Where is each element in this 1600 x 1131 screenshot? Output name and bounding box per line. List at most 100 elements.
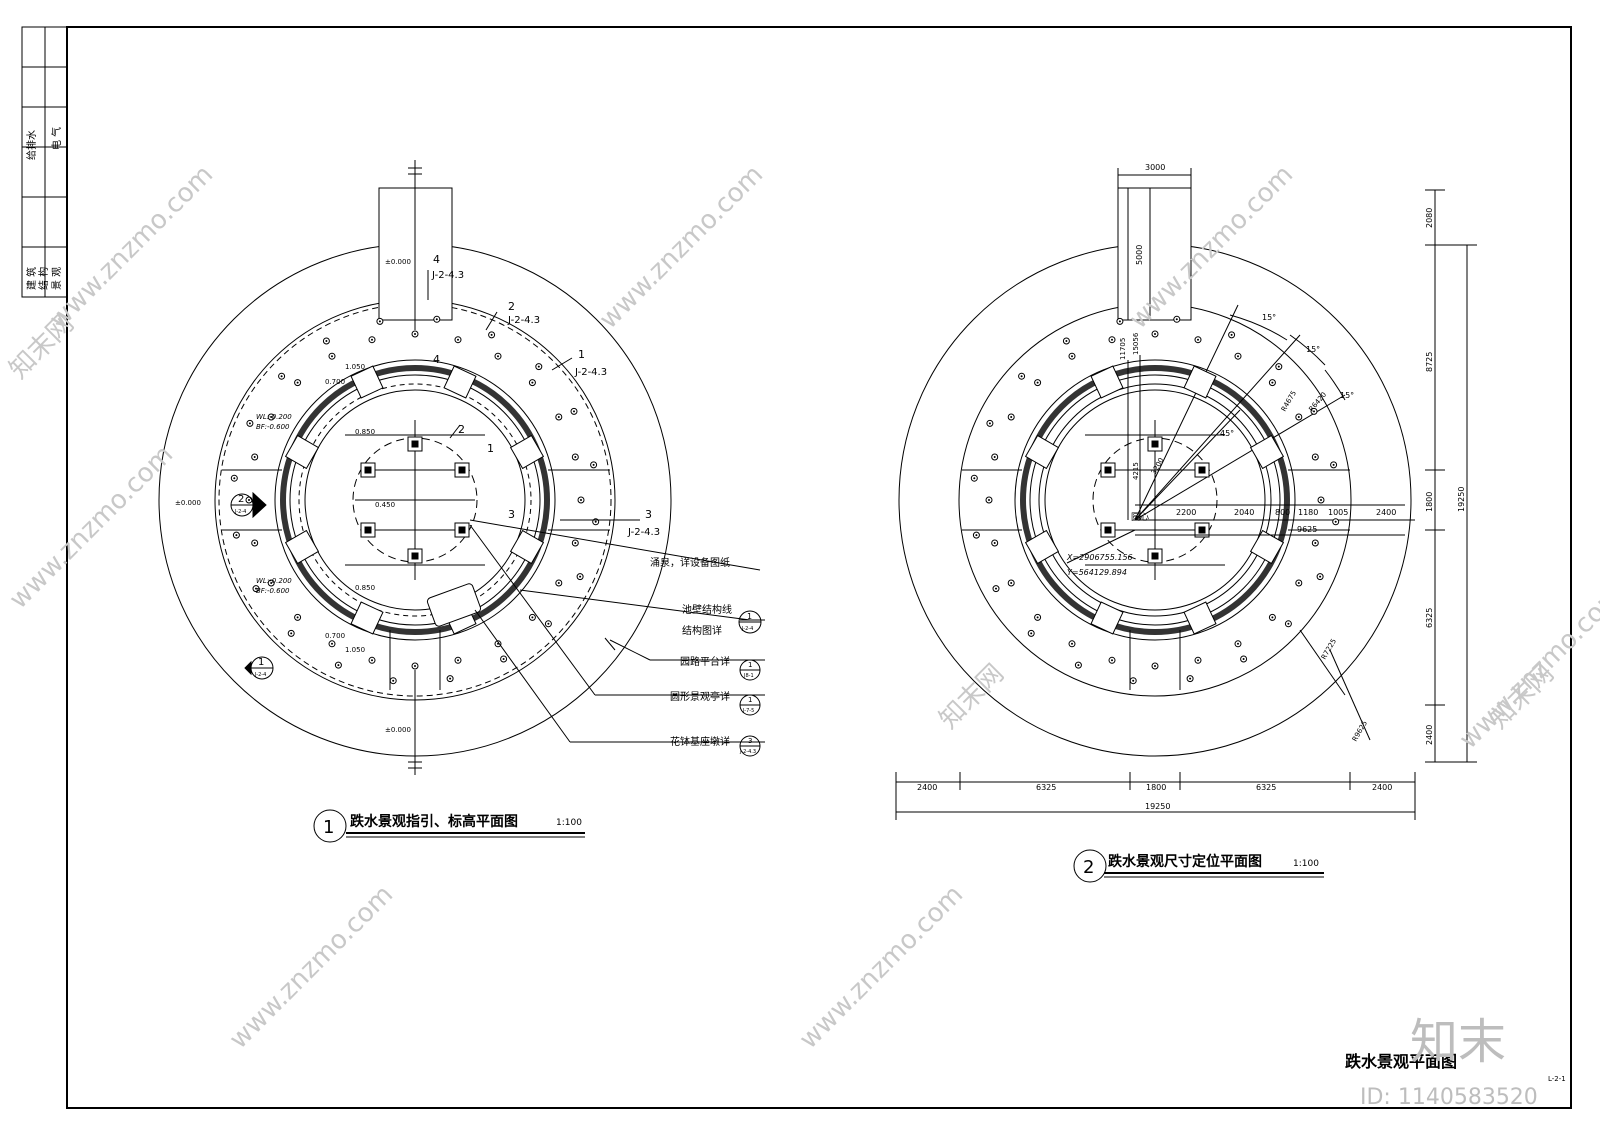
lamp-marker-dot: [280, 375, 283, 378]
lamp-marker-dot: [1320, 499, 1322, 501]
level-0850-bot: 0.850: [355, 584, 375, 592]
callout-sym3-bot: J8-1: [743, 673, 754, 679]
watermark-url-1: www.znzmo.com: [44, 160, 219, 335]
level-1050-bot: 1.050: [345, 646, 365, 654]
lamp-marker-dot: [1111, 659, 1113, 662]
callout-symbols: [738, 610, 762, 757]
dim-r-8725: 8725: [1425, 352, 1434, 372]
section-lines: [427, 270, 640, 521]
level-0700-top: 0.700: [325, 378, 345, 386]
lamp-marker-dot: [1132, 679, 1135, 682]
lamp-marker-dot: [296, 616, 299, 619]
dim-h-2400: 2400: [1376, 508, 1396, 517]
lamp-marker-dot: [975, 534, 978, 537]
plan2-number: 2: [1083, 857, 1094, 878]
section-mark-1: 1: [578, 348, 585, 361]
lamp-marker-dot: [248, 499, 250, 501]
lamp-marker-dot: [255, 587, 257, 590]
level-top: ±0.000: [385, 258, 411, 266]
lamp-marker-dot: [573, 410, 575, 413]
label-landscape: 景 观: [51, 267, 63, 290]
lamp-marker-dot: [1271, 616, 1274, 619]
lamp-marker-dot: [1065, 340, 1068, 342]
lamp-marker-dot: [1071, 355, 1073, 358]
lamp-marker-dot: [993, 542, 996, 544]
lamp-marker-dot: [331, 642, 333, 645]
dim-b-2400-left: 2400: [917, 783, 937, 792]
plan1-drawing: [158, 160, 672, 775]
section-mark-4-top: 4: [433, 253, 440, 266]
dim-9625: 9625: [1297, 525, 1317, 534]
lamp-marker-dot: [497, 355, 499, 358]
plan1-scale: 1:100: [556, 818, 582, 828]
detail-mark-2-bot: J-2-4: [234, 509, 246, 515]
callout-fountain: 涌泉，详设备图纸: [650, 556, 730, 569]
lamp-marker-dot: [1334, 520, 1337, 523]
coord-leader: [1066, 529, 1136, 564]
level-0700-bot: 0.700: [325, 632, 345, 640]
level-bf-top: BF:-0.600: [256, 423, 290, 431]
lamp-marker-dot: [1314, 542, 1317, 544]
lamp-marker-dot: [1071, 642, 1073, 645]
lamp-marker-dot: [1242, 658, 1245, 660]
dim-top-3000: 3000: [1145, 163, 1165, 172]
lamp-marker-dot: [414, 665, 416, 667]
section-mark-3-inner: 3: [508, 508, 515, 521]
lamp-marker-dot: [988, 499, 990, 501]
lamp-marker-dot: [1154, 665, 1156, 667]
plan1-leaders: [469, 519, 765, 743]
plan2-number-circle: [1073, 849, 1107, 883]
lamp-marker-dot: [547, 622, 550, 625]
lamp-marker-dot: [270, 582, 273, 584]
dim-v-11705: 11705: [1119, 338, 1127, 360]
section-ref-1: J-2-4.3: [574, 367, 607, 378]
lamp-marker-dot: [1010, 582, 1013, 584]
watermark-site-1: 知末网: [4, 309, 80, 385]
dim-h-800: 800: [1275, 508, 1290, 517]
lamp-marker-dot: [253, 456, 256, 458]
dim-h-2040: 2040: [1234, 508, 1254, 517]
lamp-marker-dot: [574, 456, 577, 458]
detail-mark-2-top: 2: [238, 494, 244, 505]
lamp-marker-dot: [233, 477, 236, 480]
level-wl-top: WL:-0.200: [256, 413, 292, 421]
section-mark-2-inner: 2: [458, 423, 465, 436]
watermark-url-7: www.znzmo.com: [4, 440, 179, 615]
lamp-marker-dot: [290, 632, 293, 635]
callout-sym4-top: 1: [748, 696, 752, 704]
callout-pool-wall: 池壁结构线: [682, 603, 732, 616]
watermark-url-6: www.znzmo.com: [1454, 580, 1600, 755]
dim-h-2200: 2200: [1176, 508, 1196, 517]
lamp-marker-dot: [993, 456, 996, 458]
dim-h-1005: 1005: [1328, 508, 1348, 517]
angle-1: 15°: [1262, 313, 1276, 322]
callout-pavilion: 圆形景观亭详: [670, 690, 730, 703]
level-0450: 0.450: [375, 501, 395, 509]
detail-mark-1-top: 1: [258, 657, 264, 668]
lamp-marker-dot: [1319, 575, 1322, 578]
watermark-id: ID: 1140583520: [1360, 1085, 1538, 1110]
lamp-marker-dot: [1036, 381, 1039, 384]
radius-4675: R4675: [1280, 389, 1298, 413]
dim-v-15056: 15056: [1132, 332, 1140, 355]
lamp-marker-dot: [1277, 365, 1280, 368]
callout-sym3-top: 1: [748, 661, 752, 669]
lamp-marker-dot: [1175, 318, 1178, 321]
angle-3: 15°: [1340, 391, 1354, 400]
plan1-title: 跌水景观指引、标高平面图: [350, 813, 518, 830]
watermarks: www.znzmo.com www.znzmo.com www.znzmo.co…: [4, 160, 1600, 1110]
level-wl-bot: WL:-0.200: [256, 577, 292, 585]
lamp-marker-dot: [1154, 333, 1156, 335]
level-left: ±0.000: [175, 499, 201, 507]
lamp-marker-dot: [325, 340, 328, 342]
center-label: 圆心: [1131, 512, 1149, 523]
plan1-number: 1: [323, 817, 334, 838]
lamp-marker-dot: [337, 664, 340, 667]
lamp-marker-dot: [270, 416, 273, 418]
section-mark-1-inner: 1: [487, 442, 494, 455]
dim-b-total: 19250: [1145, 802, 1170, 811]
watermark-site-2: 知末网: [934, 659, 1010, 735]
detail-mark-1-bot: J-2-4: [254, 672, 266, 678]
dim-v-3200: 3200: [1150, 457, 1166, 476]
dim-r-6325: 6325: [1425, 608, 1434, 628]
